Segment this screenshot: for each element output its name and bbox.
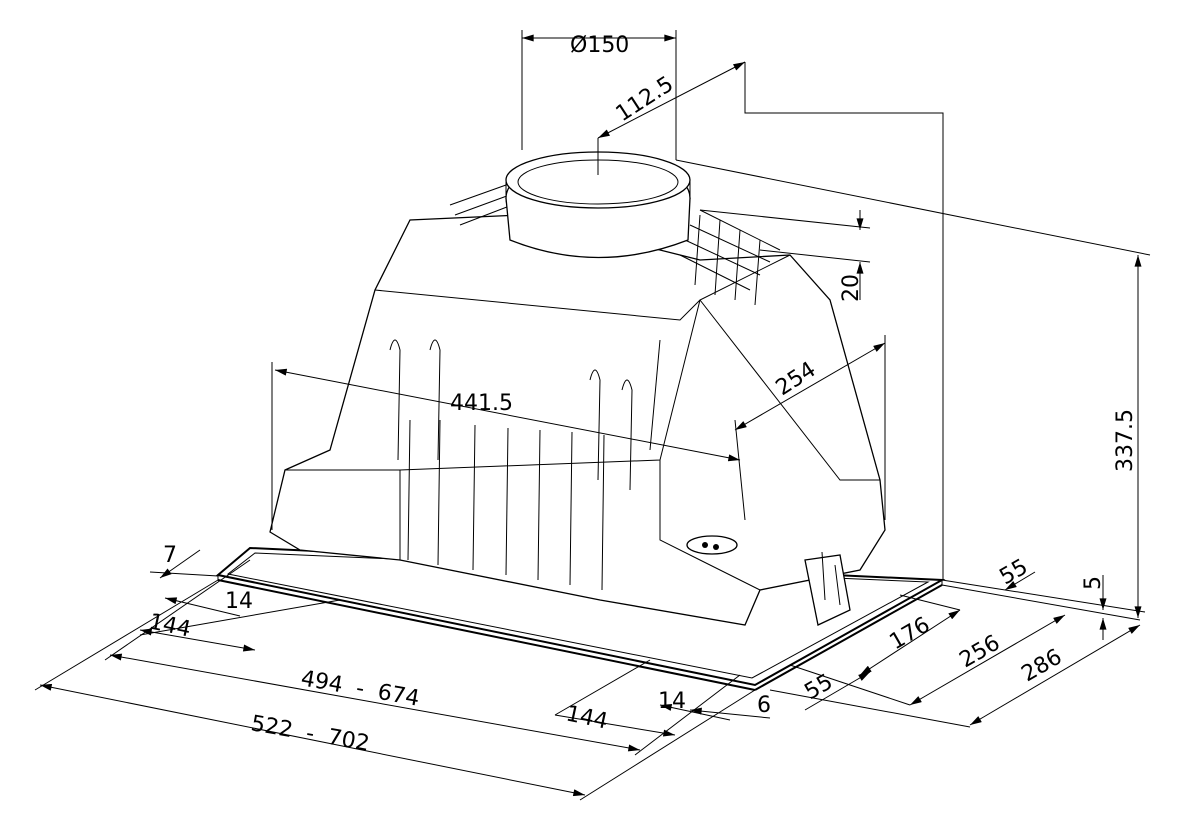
- dim-frame-depth: 286: [1018, 645, 1067, 688]
- mounting-bracket: [804, 551, 851, 626]
- dim-rear-offset: 55: [996, 555, 1033, 591]
- dim-frame-left-edge: 7: [163, 543, 177, 568]
- dim-cutout-width: 494 - 674: [299, 666, 421, 711]
- dimension-lines: [34, 30, 1151, 801]
- dim-left-bracket: 144: [147, 609, 193, 642]
- dim-frame-left-inner: 14: [225, 589, 253, 614]
- dim-body-width: 441.5: [450, 391, 513, 416]
- dim-duct-diameter: Ø150: [570, 33, 629, 58]
- dim-frame-width: 522 - 702: [249, 711, 371, 756]
- body-ribs: [389, 339, 633, 591]
- dim-top-step: 20: [839, 274, 864, 302]
- dim-right-bracket: 144: [564, 701, 610, 734]
- dim-cutout-depth: 256: [956, 631, 1005, 674]
- dim-front-offset: 55: [801, 670, 838, 706]
- dim-frame-right-edge: 6: [757, 693, 771, 718]
- dim-total-height: 337.5: [1113, 409, 1138, 472]
- dim-duct-offset: 112.5: [612, 72, 678, 127]
- dim-bracket-depth: 176: [886, 613, 935, 656]
- duct-collar: [505, 151, 691, 259]
- top-grille: [449, 179, 781, 306]
- dim-frame-thickness: 5: [1081, 576, 1106, 590]
- control-buttons: [686, 535, 738, 555]
- dim-frame-right-inner: 14: [658, 689, 686, 714]
